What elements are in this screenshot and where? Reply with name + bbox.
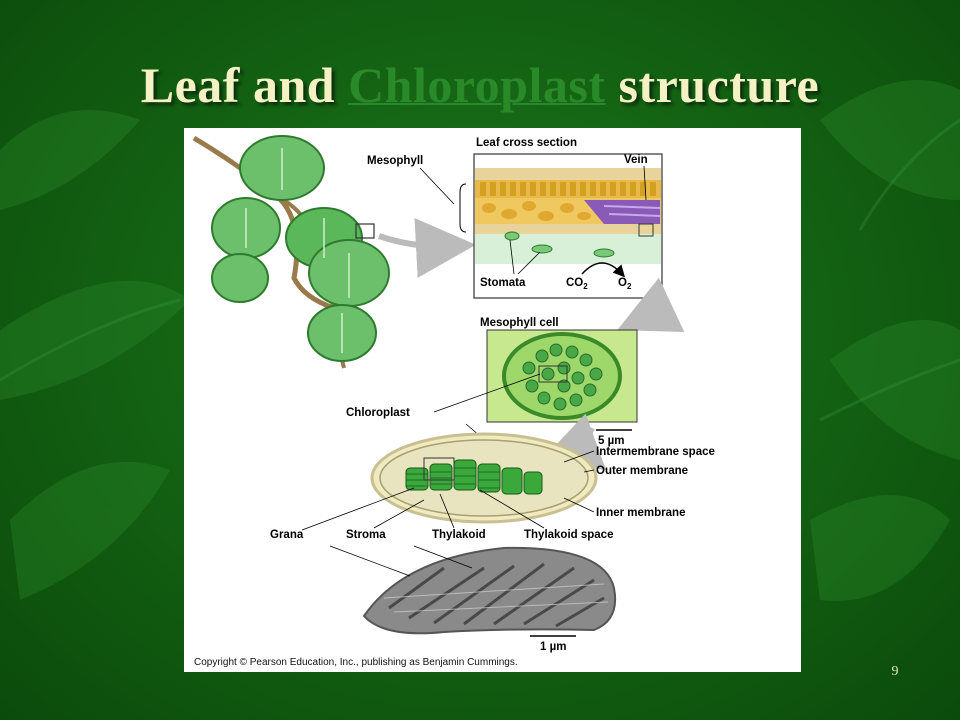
title-part-2: structure	[605, 57, 820, 113]
label-vein: Vein	[624, 154, 648, 166]
label-intermembrane-space: Intermembrane space	[596, 446, 715, 458]
leaf-chloroplast-figure: Leaf cross section	[184, 128, 801, 672]
mesophyll-cell-illustration	[502, 332, 622, 420]
slide-number: 9	[891, 664, 899, 679]
label-stroma: Stroma	[346, 529, 386, 541]
label-mesophyll-cell: Mesophyll cell	[480, 317, 559, 329]
figure-copyright: Copyright © Pearson Education, Inc., pub…	[194, 657, 518, 668]
chloroplast-illustration	[370, 432, 598, 524]
label-outer-membrane: Outer membrane	[596, 465, 688, 477]
label-scale-1um: 1 µm	[540, 641, 566, 653]
label-chloroplast: Chloroplast	[346, 407, 410, 419]
slide-title: Leaf and Chloroplast structure	[0, 56, 960, 114]
label-thylakoid-space: Thylakoid space	[524, 529, 613, 541]
figure-drawing: Leaf cross section	[192, 135, 715, 653]
label-leaf-cross-section: Leaf cross section	[476, 137, 577, 149]
title-part-1: Leaf and	[140, 57, 349, 113]
leaf-branch-illustration	[192, 135, 390, 369]
label-grana: Grana	[270, 529, 304, 541]
label-inner-membrane: Inner membrane	[596, 507, 685, 519]
cross-section-illustration	[475, 168, 661, 264]
label-thylakoid: Thylakoid	[432, 529, 486, 541]
chloroplast-micrograph	[329, 545, 616, 635]
label-co2: CO2	[566, 277, 588, 291]
title-highlight-link[interactable]: Chloroplast	[348, 57, 606, 113]
label-stomata: Stomata	[480, 277, 526, 289]
label-mesophyll: Mesophyll	[367, 155, 423, 167]
